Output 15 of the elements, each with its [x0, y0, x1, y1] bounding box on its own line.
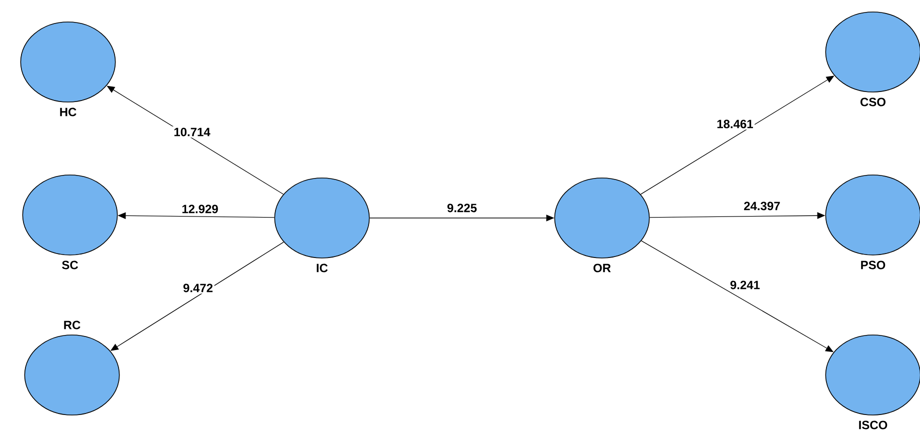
node-label: HC [60, 108, 76, 116]
node-label: ISCO [859, 420, 888, 430]
node-label: IC [316, 264, 328, 272]
edge-label: 18.461 [715, 118, 755, 130]
edge-label: 9.472 [182, 282, 214, 294]
node-label: OR [594, 264, 611, 272]
edge-label: 10.714 [172, 126, 212, 138]
node-label: SC [62, 260, 78, 270]
node-label: CSO [860, 98, 886, 106]
edge-label: 12.929 [180, 203, 220, 215]
node-label: PSO [861, 260, 886, 270]
edge-label: 9.225 [446, 202, 478, 214]
edge-label: 9.241 [728, 279, 762, 291]
node-label: RC [64, 320, 80, 330]
edge-label: 24.397 [742, 200, 782, 212]
